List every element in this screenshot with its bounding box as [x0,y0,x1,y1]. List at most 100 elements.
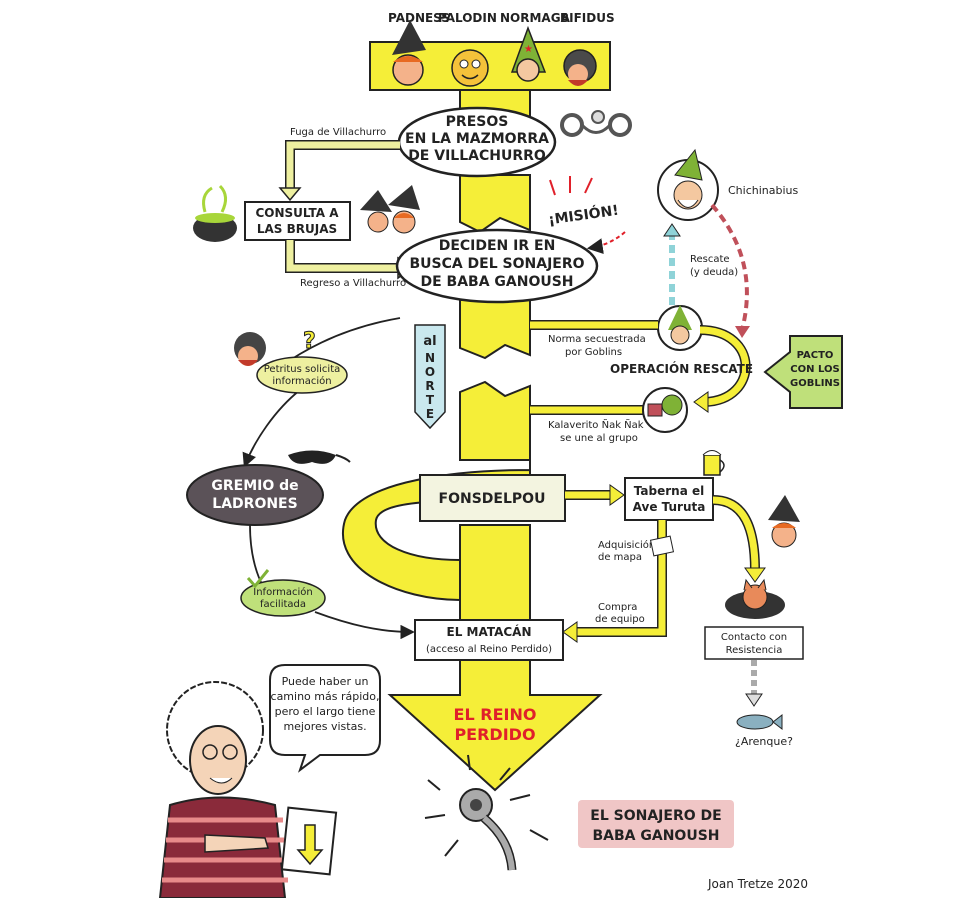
witches-icon [360,185,420,234]
svg-text:Puede haber un: Puede haber un [282,675,369,688]
node-deciden: DECIDEN IR EN BUSCA DEL SONAJERO DE BABA… [395,228,599,304]
node-fonsdelpou: FONSDELPOU [419,474,566,522]
edge-operacion-loop [530,320,751,415]
norte-e: E [426,407,434,421]
label-adquisicion-1: Adquisición [598,539,655,551]
svg-text:al: al [423,334,436,349]
node-taberna: Taberna el Ave Turuta [624,477,714,521]
petritus-portrait: ? [234,329,316,366]
svg-text:facilitada: facilitada [260,599,306,610]
svg-text:BUSCA DEL SONAJERO: BUSCA DEL SONAJERO [409,256,584,272]
kalaverito-portrait [642,387,688,433]
normaga-portrait [657,305,703,351]
node-matacan: EL MATACÁN (acceso al Reino Perdido) [414,619,564,661]
svg-text:BABA GANOUSH: BABA GANOUSH [593,828,720,844]
bifidus-icon [563,49,597,86]
edge-taberna-resistencia [712,495,766,583]
svg-text:EN LA MAZMORRA: EN LA MAZMORRA [405,131,549,147]
label-regreso: Regreso a Villachurro [300,278,406,289]
fish-icon [736,713,783,731]
name-bifidus: BIFIDUS [560,11,615,25]
svg-text:CONSULTA A: CONSULTA A [255,206,339,220]
paper-icon [280,806,338,876]
edge-rescate: Rescate (y deuda) [663,203,750,338]
label-kalaverito-2: se une al grupo [560,433,638,444]
signature: Joan Tretze 2020 [707,877,808,891]
svg-text:GOBLINS: GOBLINS [790,378,840,389]
name-padness: PADNESS [388,11,450,25]
svg-text:PACTO: PACTO [797,350,834,361]
norte-o: O [425,365,435,379]
padness-icon [392,20,426,86]
speech-bubble: Puede haber un camino más rápido, pero e… [269,664,381,773]
svg-text:pero el largo tiene: pero el largo tiene [275,705,376,718]
label-mision: ¡MISIÓN! [547,201,620,229]
name-palodin: PALODIN [438,11,497,25]
map-icon [649,535,675,557]
label-kalaverito-1: Kalaverito Ñak Ñak [548,418,644,431]
svg-text:LADRONES: LADRONES [212,496,297,512]
palodin-icon [451,49,489,87]
svg-text:Contacto con: Contacto con [721,632,787,643]
check-icon [246,569,270,589]
svg-text:camino más rápido,: camino más rápido, [271,690,380,703]
svg-text:Taberna el: Taberna el [634,484,704,498]
label-norma-2: por Goblins [565,347,622,358]
edge-fuga: Fuga de Villachurro [278,127,400,202]
svg-text:EL MATACÁN: EL MATACÁN [447,624,532,639]
label-rescate-1: Rescate [690,254,730,265]
svg-text:DECIDEN IR EN: DECIDEN IR EN [439,238,556,254]
svg-text:mejores vistas.: mejores vistas. [283,720,366,733]
chichinabius-portrait [657,148,719,221]
cauldron-icon [193,184,237,242]
label-compra-2: de equipo [595,614,645,625]
node-petritus: Petritus solicita información [256,356,348,394]
node-consulta: CONSULTA A LAS BRUJAS [244,201,351,241]
svg-text:PRESOS: PRESOS [446,114,509,130]
svg-text:★: ★ [524,44,533,55]
edge-taberna-matacan [562,520,667,643]
cat-icon [725,578,785,619]
label-compra-1: Compra [598,602,637,613]
padness-portrait-right [768,495,800,548]
svg-text:(acceso al Reino Perdido): (acceso al Reino Perdido) [426,644,552,655]
label-fuga: Fuga de Villachurro [290,127,386,138]
svg-text:DE BABA GANOUSH: DE BABA GANOUSH [420,274,573,290]
beer-mug-icon [702,450,725,476]
node-operacion: OPERACIÓN RESCATE [610,361,753,376]
edge-regreso: Regreso a Villachurro [285,240,414,289]
author-caricature [158,681,288,898]
al-norte-banner: al N O R T E [414,324,446,430]
label-arenque: ¿Arenque? [735,735,793,748]
name-normaga: NORMAGA [500,11,571,25]
mask-icon [288,450,351,464]
norte-r: R [425,379,434,393]
label-chichinabius: Chichinabius [728,184,799,197]
node-contacto: Contacto con Resistencia [704,626,804,660]
node-presos: PRESOS EN LA MAZMORRA DE VILLACHURRO [397,106,557,178]
edge-contacto-arenque [745,660,763,707]
label-rescate-2: (y deuda) [690,267,738,278]
shackles-icon [560,110,632,137]
normaga-icon: ★ [510,25,547,82]
svg-text:EL REINO: EL REINO [454,705,537,724]
svg-text:PERDIDO: PERDIDO [454,725,535,744]
character-names: PADNESS PALODIN NORMAGA BIFIDUS [388,11,615,25]
label-norma-1: Norma secuestrada [548,334,646,345]
svg-text:información: información [272,375,331,387]
norte-n: N [425,351,435,365]
node-pacto: PACTO CON LOS GOBLINS [763,335,843,409]
svg-text:FONSDELPOU: FONSDELPOU [439,491,546,507]
node-sonajero: EL SONAJERO DE BABA GANOUSH [578,800,734,848]
svg-text:EL SONAJERO DE: EL SONAJERO DE [590,808,721,824]
svg-text:?: ? [303,329,316,354]
svg-text:GREMIO de: GREMIO de [211,478,298,494]
svg-text:CON LOS: CON LOS [790,364,839,375]
node-gremio: GREMIO de LADRONES [186,464,324,526]
svg-text:Petritus solicita: Petritus solicita [264,364,341,375]
node-reino: EL REINO PERDIDO [454,705,537,744]
character-faces: ★ [392,20,597,87]
svg-text:Ave Turuta: Ave Turuta [633,500,706,514]
svg-text:LAS BRUJAS: LAS BRUJAS [257,222,337,236]
